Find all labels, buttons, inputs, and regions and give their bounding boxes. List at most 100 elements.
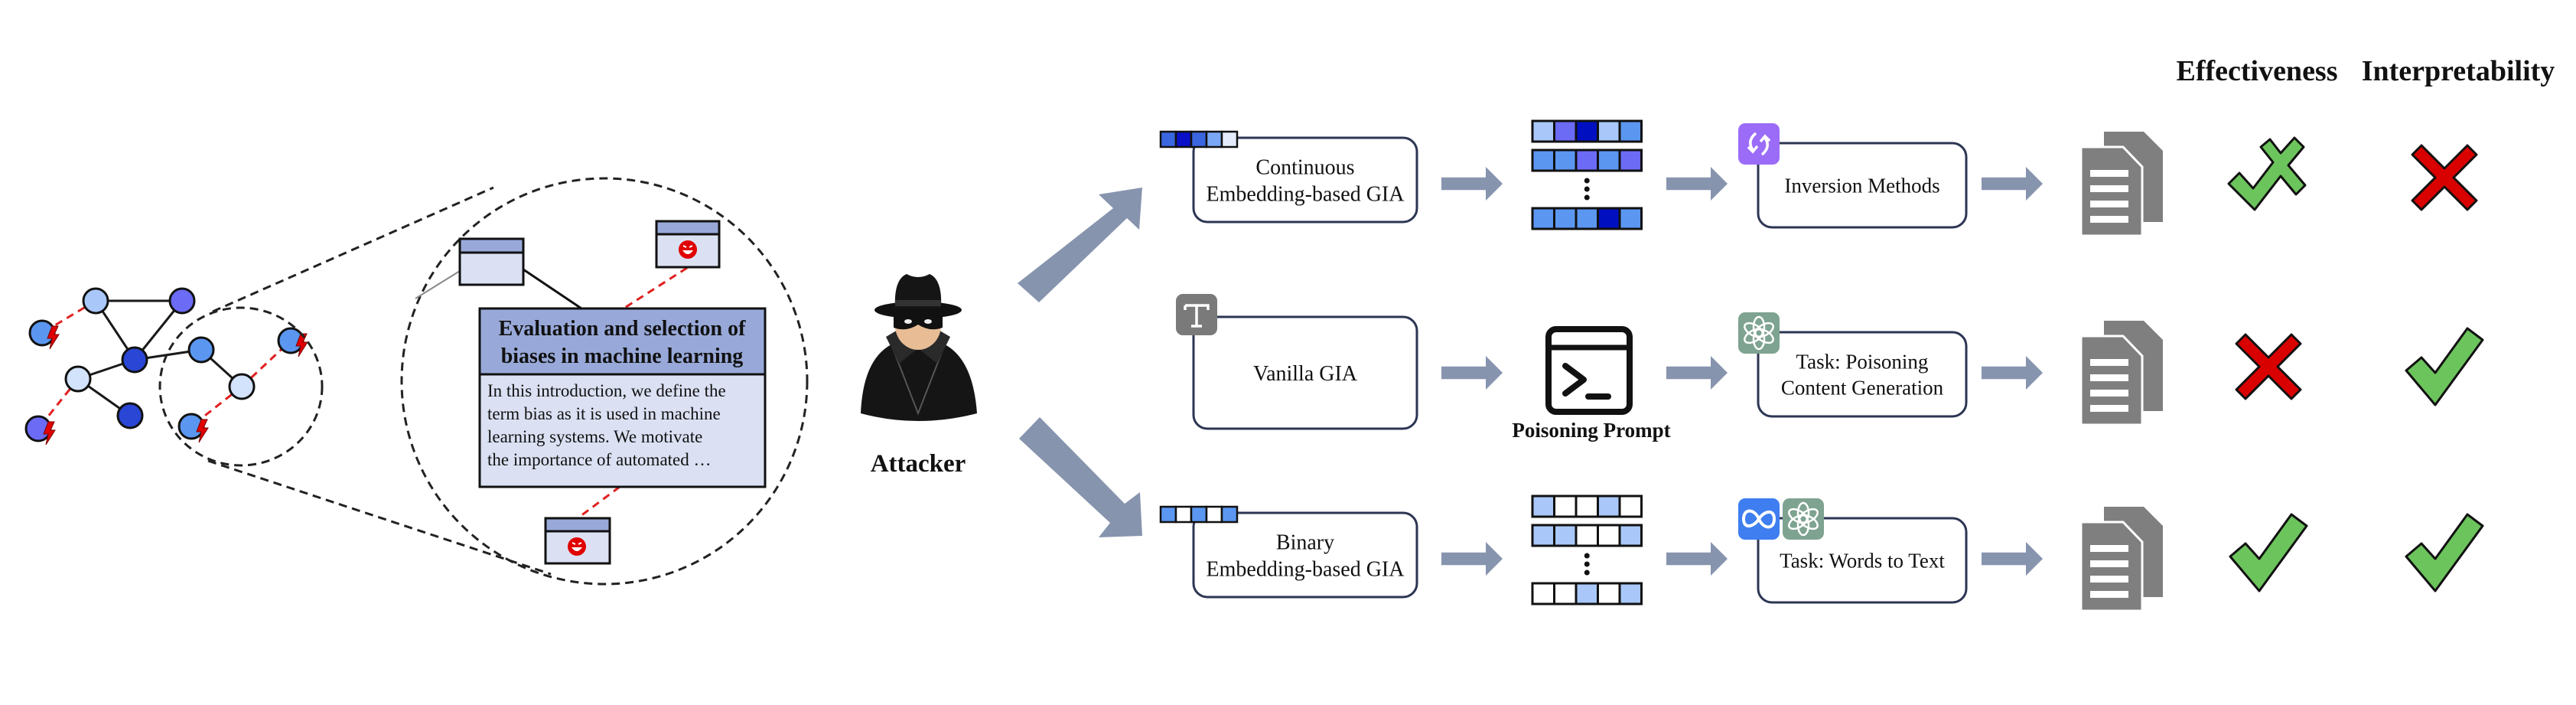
vector-cell xyxy=(1575,149,1599,172)
ellipsis-dot xyxy=(1584,570,1590,576)
method-label-line-1: Continuous xyxy=(1255,155,1354,179)
graph-node xyxy=(121,346,148,374)
ellipsis-dot xyxy=(1584,561,1590,567)
partial-check-icon xyxy=(2227,136,2307,211)
vector-cell xyxy=(1618,149,1643,172)
decoder-label-line-1: Inversion Methods xyxy=(1784,174,1939,197)
doc-line xyxy=(2090,545,2128,552)
decoder-box xyxy=(1757,142,1968,229)
prompt-chevron xyxy=(1562,363,1587,397)
ellipsis-dot xyxy=(1584,178,1590,184)
evil-face-icon xyxy=(679,240,697,259)
zoom-edge-injected-top xyxy=(623,266,688,310)
node-text-card: Evaluation and selection of biases in ma… xyxy=(478,307,767,488)
document-output-icon xyxy=(2079,132,2163,237)
doc-line xyxy=(2090,576,2128,583)
meta-glyph xyxy=(1741,509,1776,529)
attacker-label: Attacker xyxy=(871,450,966,478)
doc-line xyxy=(2090,560,2128,567)
doc-line xyxy=(2090,170,2128,177)
cross-icon xyxy=(2411,144,2478,211)
interpretability-header: Interpretability xyxy=(2362,55,2555,87)
vector-cell xyxy=(1531,207,1555,230)
ellipsis-dot xyxy=(1584,194,1590,201)
decoder-label-line-1: Task: Poisoning xyxy=(1796,351,1929,374)
method-label-line-1: Vanilla GIA xyxy=(1253,362,1358,386)
vector-cell xyxy=(1575,582,1599,605)
interpretability-mark xyxy=(2405,327,2484,406)
card-body-line-4: the importance of automated … xyxy=(487,450,712,469)
card-body-line-3: learning systems. We motivate xyxy=(487,427,702,446)
effectiveness-mark xyxy=(2227,136,2307,211)
flow-arrow xyxy=(1982,167,2043,201)
flow-arrow xyxy=(1666,542,1728,576)
embedding-vectors xyxy=(1531,119,1643,230)
inversion-icon xyxy=(1738,123,1780,165)
embedding-vectors xyxy=(1531,494,1643,605)
openai-petal xyxy=(1788,508,1809,524)
flow-arrow xyxy=(1982,542,2043,576)
meta-icon xyxy=(1738,498,1780,540)
zoom-region-circle xyxy=(158,306,324,467)
vector-cell xyxy=(1618,207,1643,230)
graph-node xyxy=(82,287,109,315)
openai-icon-bg xyxy=(1783,498,1824,540)
embedding-cell xyxy=(1220,130,1239,149)
vector-cell xyxy=(1553,582,1578,605)
zoomed-view-circle xyxy=(400,177,809,586)
interpretability-mark xyxy=(2405,513,2484,592)
arrow-glyph xyxy=(1747,132,1759,154)
embedding-cell xyxy=(1205,505,1223,524)
doc-line xyxy=(2090,591,2128,598)
text-icon xyxy=(1176,294,1217,335)
flow-arrow xyxy=(1441,167,1503,201)
vector-cell xyxy=(1597,524,1621,547)
zoom-callout-line-bottom xyxy=(207,459,552,576)
vector-cell xyxy=(1575,207,1599,230)
vector-cell xyxy=(1597,582,1621,605)
vector-cell xyxy=(1597,149,1621,172)
doc-line xyxy=(2090,201,2128,207)
openai-icon-bg xyxy=(1738,312,1780,354)
embedding-cell xyxy=(1159,130,1177,149)
graph-nodes xyxy=(24,287,308,446)
flow-arrow xyxy=(1982,356,2043,390)
card-title-line-2: biases in machine learning xyxy=(501,344,744,368)
document-output-icon xyxy=(2079,321,2163,426)
embedding-strip-icon xyxy=(1159,505,1239,524)
vector-cell xyxy=(1531,582,1555,605)
embedding-cell xyxy=(1190,505,1208,524)
text-glyph xyxy=(1184,304,1210,328)
vector-cell xyxy=(1553,119,1578,143)
graph-node xyxy=(64,365,92,393)
embedding-cell xyxy=(1159,505,1177,524)
method-label-line-2: Embedding-based GIA xyxy=(1207,557,1405,581)
flow-arrow xyxy=(1441,542,1503,576)
evil-face-icon xyxy=(568,537,586,556)
vector-cell xyxy=(1531,119,1555,143)
embedding-cell xyxy=(1174,505,1193,524)
interpretability-mark xyxy=(2411,144,2478,211)
zoom-edge-partial xyxy=(415,270,461,299)
embedding-cell xyxy=(1205,130,1223,149)
effectiveness-mark xyxy=(2235,333,2302,400)
decoder-label-line-1: Task: Words to Text xyxy=(1780,549,1945,572)
doc-line xyxy=(2090,374,2128,381)
vector-cell xyxy=(1618,524,1643,547)
method-box xyxy=(1192,511,1418,599)
vector-cell xyxy=(1575,119,1599,143)
vector-cell xyxy=(1531,149,1555,172)
text-attributed-graph xyxy=(24,287,308,446)
terminal-prompt-icon xyxy=(1545,326,1633,415)
openai-icon xyxy=(1783,498,1824,540)
document-output-icon xyxy=(2079,507,2163,612)
doc-line xyxy=(2090,216,2128,223)
graph-node xyxy=(187,336,215,364)
check-icon xyxy=(2229,513,2308,592)
malicious-node-doc-top xyxy=(655,220,721,269)
decoder-label-line-2: Content Generation xyxy=(1781,376,1944,399)
method-label-line-1: Binary xyxy=(1276,530,1334,554)
